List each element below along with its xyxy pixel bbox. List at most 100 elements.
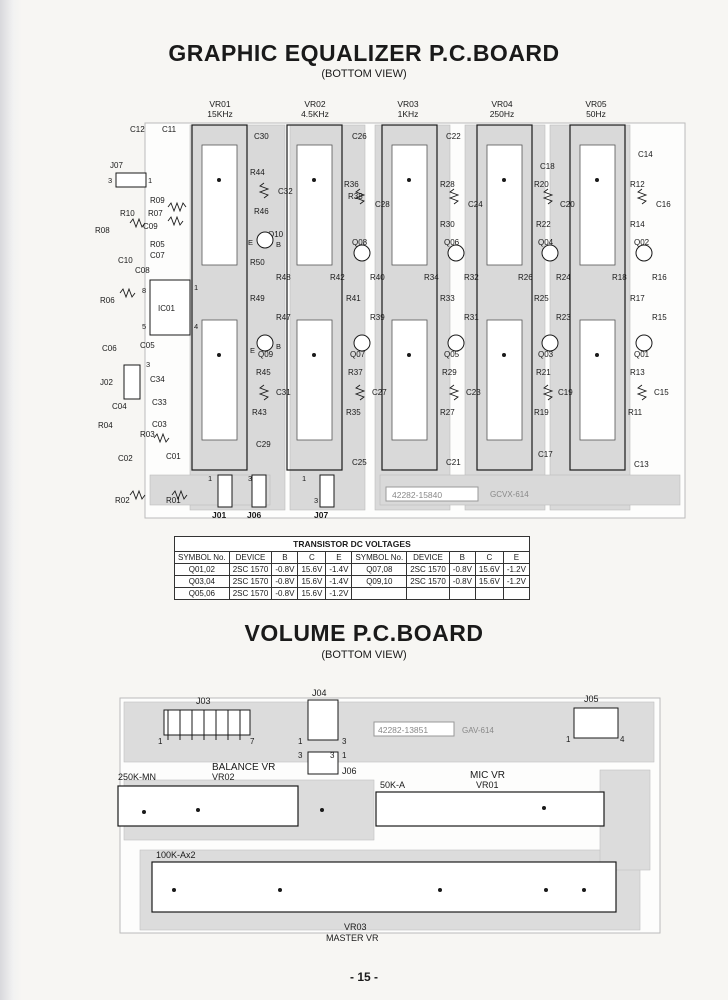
label-r35: R35 — [346, 408, 361, 417]
cell: -0.8V — [271, 563, 299, 576]
label-q05: Q05 — [444, 350, 460, 359]
label-j01: J01 — [212, 510, 226, 520]
vr05-label: VR05 — [585, 99, 607, 109]
label-c05: C05 — [140, 341, 155, 350]
label-r32: R32 — [464, 273, 479, 282]
volume-pcb-diagram: J03 1 7 J04 1 3 3 1 3 J06 J05 1 4 42282-… — [117, 688, 661, 943]
cell: -1.4V — [325, 563, 353, 576]
pin-j04-3: 3 — [342, 737, 347, 746]
vr-pads — [201, 144, 616, 441]
cell: 15.6V — [297, 587, 327, 600]
pin-j06-3: 3 — [298, 751, 303, 760]
cell — [351, 587, 408, 600]
pin-q09-b: B — [276, 342, 281, 351]
label-j02: J02 — [100, 378, 113, 387]
label-r02: R02 — [115, 496, 130, 505]
label-r46: R46 — [254, 207, 269, 216]
pin-j06-1: 1 — [342, 751, 347, 760]
cell: -0.8V — [448, 563, 476, 576]
label-c24: C24 — [468, 200, 483, 209]
table-row: Q05,06 2SC 1570 -0.8V 15.6V -1.2V — [174, 587, 530, 600]
label-r42: R42 — [330, 273, 345, 282]
label-c10: C10 — [118, 256, 133, 265]
pin-j03-1: 1 — [158, 737, 163, 746]
label-c33: C33 — [152, 398, 167, 407]
table-caption: TRANSISTOR DC VOLTAGES — [174, 536, 530, 552]
label-r21: R21 — [536, 368, 551, 377]
label-c29: C29 — [256, 440, 271, 449]
label-r25: R25 — [534, 294, 549, 303]
label-q01: Q01 — [634, 350, 650, 359]
label-r22: R22 — [536, 220, 551, 229]
label-r18: R18 — [612, 273, 627, 282]
cell: 2SC 1570 — [406, 563, 450, 576]
ic01-outline — [149, 279, 191, 336]
label-r15: R15 — [652, 313, 667, 322]
label-j06: J06 — [342, 766, 357, 776]
label-r49: R49 — [250, 294, 265, 303]
cell: -0.8V — [271, 587, 299, 600]
cell: -1.2V — [502, 563, 530, 576]
j02-connector — [123, 364, 141, 400]
cell: 2SC 1570 — [228, 575, 273, 588]
transistor-voltage-table: TRANSISTOR DC VOLTAGES SYMBOL No. DEVICE… — [174, 536, 530, 600]
pin-q10-e: E — [248, 238, 253, 247]
balance-vr-label: BALANCE VR — [212, 762, 275, 773]
vr04-freq: 250Hz — [490, 109, 515, 119]
label-c16: C16 — [656, 200, 671, 209]
pin-j05-4: 4 — [620, 735, 625, 744]
label-r14: R14 — [630, 220, 645, 229]
pin-j07-3: 3 — [108, 176, 112, 185]
label-c12: C12 — [130, 125, 145, 134]
label-r39: R39 — [370, 313, 385, 322]
label-q10: Q10 — [268, 230, 284, 239]
label-r07: R07 — [148, 209, 163, 218]
col6-labels: C14 R12 C16 R14 Q02 R18 R16 R17 R15 Q01 … — [612, 150, 671, 469]
label-r29: R29 — [442, 368, 457, 377]
label-c01: C01 — [166, 452, 181, 461]
label-r13: R13 — [630, 368, 645, 377]
label-r48: R48 — [276, 273, 291, 282]
label-c08: C08 — [135, 266, 150, 275]
label-j07-bottom: J07 — [314, 510, 328, 520]
pin-j01-3: 3 — [248, 474, 252, 483]
label-c03: C03 — [152, 420, 167, 429]
vr04-label: VR04 — [491, 99, 513, 109]
pin-q10-b: B — [276, 240, 281, 249]
header-symbol: SYMBOL No. — [174, 551, 230, 564]
header-symbol-2: SYMBOL No. — [351, 551, 408, 564]
label-q07: Q07 — [350, 350, 366, 359]
cell: Q07,08 — [351, 563, 408, 576]
cell: 15.6V — [297, 575, 327, 588]
label-j03: J03 — [196, 696, 211, 706]
label-r36: R36 — [344, 180, 359, 189]
vr01-vol-label: VR01 — [476, 780, 499, 790]
vol-board-code: GAV-614 — [462, 726, 494, 735]
label-r08: R08 — [95, 226, 110, 235]
cell — [448, 587, 476, 600]
page-number: - 15 - — [349, 970, 378, 984]
col4-labels: C22 R28 C24 R30 Q06 R34 R32 R33 R31 Q05 … — [424, 132, 483, 467]
cell: -0.8V — [448, 575, 476, 588]
label-r33: R33 — [440, 294, 455, 303]
column-resistors — [258, 182, 648, 401]
table-row: Q01,02 2SC 1570 -0.8V 15.6V -1.4V Q07,08… — [174, 563, 530, 576]
label-r06: R06 — [100, 296, 115, 305]
label-c17: C17 — [538, 450, 553, 459]
pin-j02-3: 3 — [146, 360, 150, 369]
label-c20: C20 — [560, 200, 575, 209]
pin-ic-5: 5 — [142, 322, 146, 331]
cell: -1.2V — [325, 587, 353, 600]
label-c30: C30 — [254, 132, 269, 141]
label-c09: C09 — [143, 222, 158, 231]
label-r28: R28 — [440, 180, 455, 189]
pin-j07b-1: 1 — [302, 474, 306, 483]
equalizer-pcb-diagram: VR01 15KHz VR02 4.5KHz VR03 1KHz VR04 25… — [95, 99, 686, 520]
cell: Q01,02 — [174, 563, 230, 576]
col2-labels: C30 R44 C32 R46 Q10 R50 R48 R49 R47 Q09 … — [250, 132, 293, 449]
eq-board-code: GCVX-614 — [490, 490, 529, 499]
bottom-jumpers — [217, 474, 335, 508]
label-ic01: IC01 — [158, 304, 175, 313]
pin-j03-7: 7 — [250, 737, 255, 746]
label-r11: R11 — [628, 408, 643, 417]
